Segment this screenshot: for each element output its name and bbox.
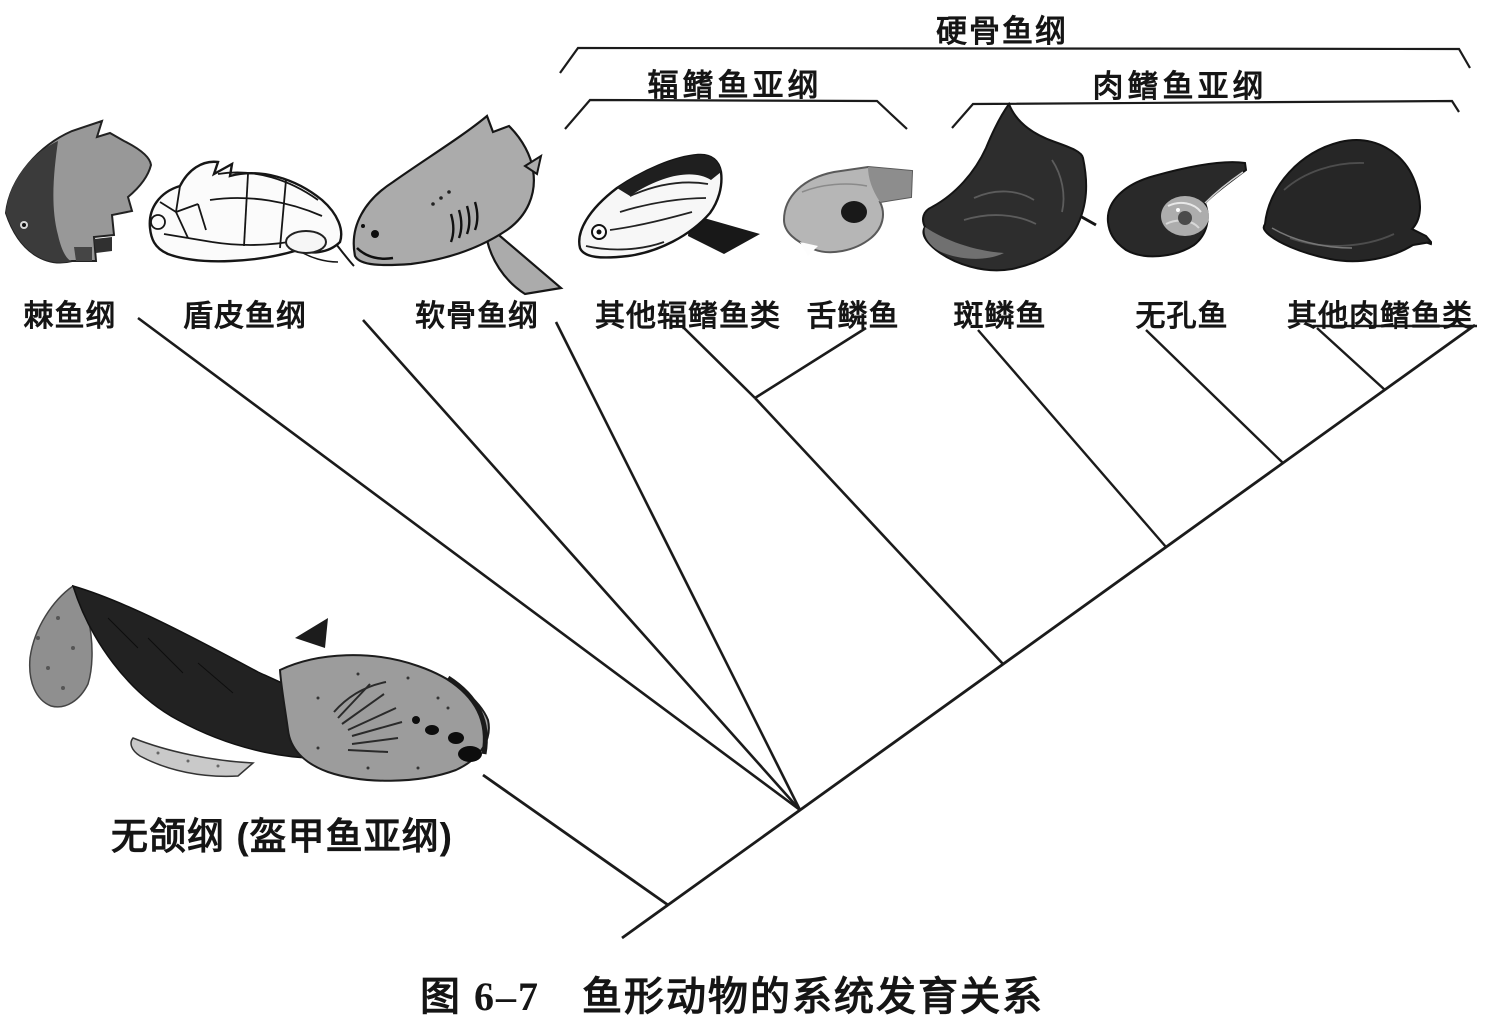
sarcopterygii-bracket [951,99,1460,129]
taxon-label-achoania: 无孔鱼 [1135,300,1229,333]
acanthodian-illustration [4,119,153,264]
psarolepis-illustration [922,101,1097,272]
taxon-label-agnatha: 无颌纲 (盔甲鱼亚纲) [111,816,453,857]
tree-trunk [621,323,1476,940]
ray-finned-fish-head-illustration [578,153,760,259]
achoania-illustration [1106,161,1248,258]
placoderm-illustration [148,160,355,267]
osteichthyes-bracket [559,46,1471,74]
galeaspid-fish-illustration [28,584,490,782]
tree-branches [137,316,1477,907]
taxon-label-other-sarcopterygians: 其他肉鳍鱼类 [1287,300,1473,333]
taxon-label-chondrichthyes: 软骨鱼纲 [415,300,539,333]
ligulalepis-illustration [782,165,914,256]
shark-illustration [352,114,564,296]
label-sarcopterygii: 肉鳍鱼亚纲 [1092,69,1268,104]
label-actinopterygii: 辐鳍鱼亚纲 [647,68,823,103]
taxon-label-ligulalepis: 舌鳞鱼 [806,300,900,333]
taxon-label-other-actinopterygians: 其他辐鳍鱼类 [595,300,781,333]
taxon-label-psarolepis: 斑鳞鱼 [953,300,1047,333]
taxon-label-placodermi: 盾皮鱼纲 [183,300,307,333]
figure-caption: 图 6–7 鱼形动物的系统发育关系 [420,974,1044,1019]
label-osteichthyes: 硬骨鱼纲 [936,14,1068,49]
taxon-label-acanthodii: 棘鱼纲 [23,300,117,333]
actinopterygii-bracket [564,98,908,130]
lobe-finned-fish-illustration [1262,139,1432,263]
